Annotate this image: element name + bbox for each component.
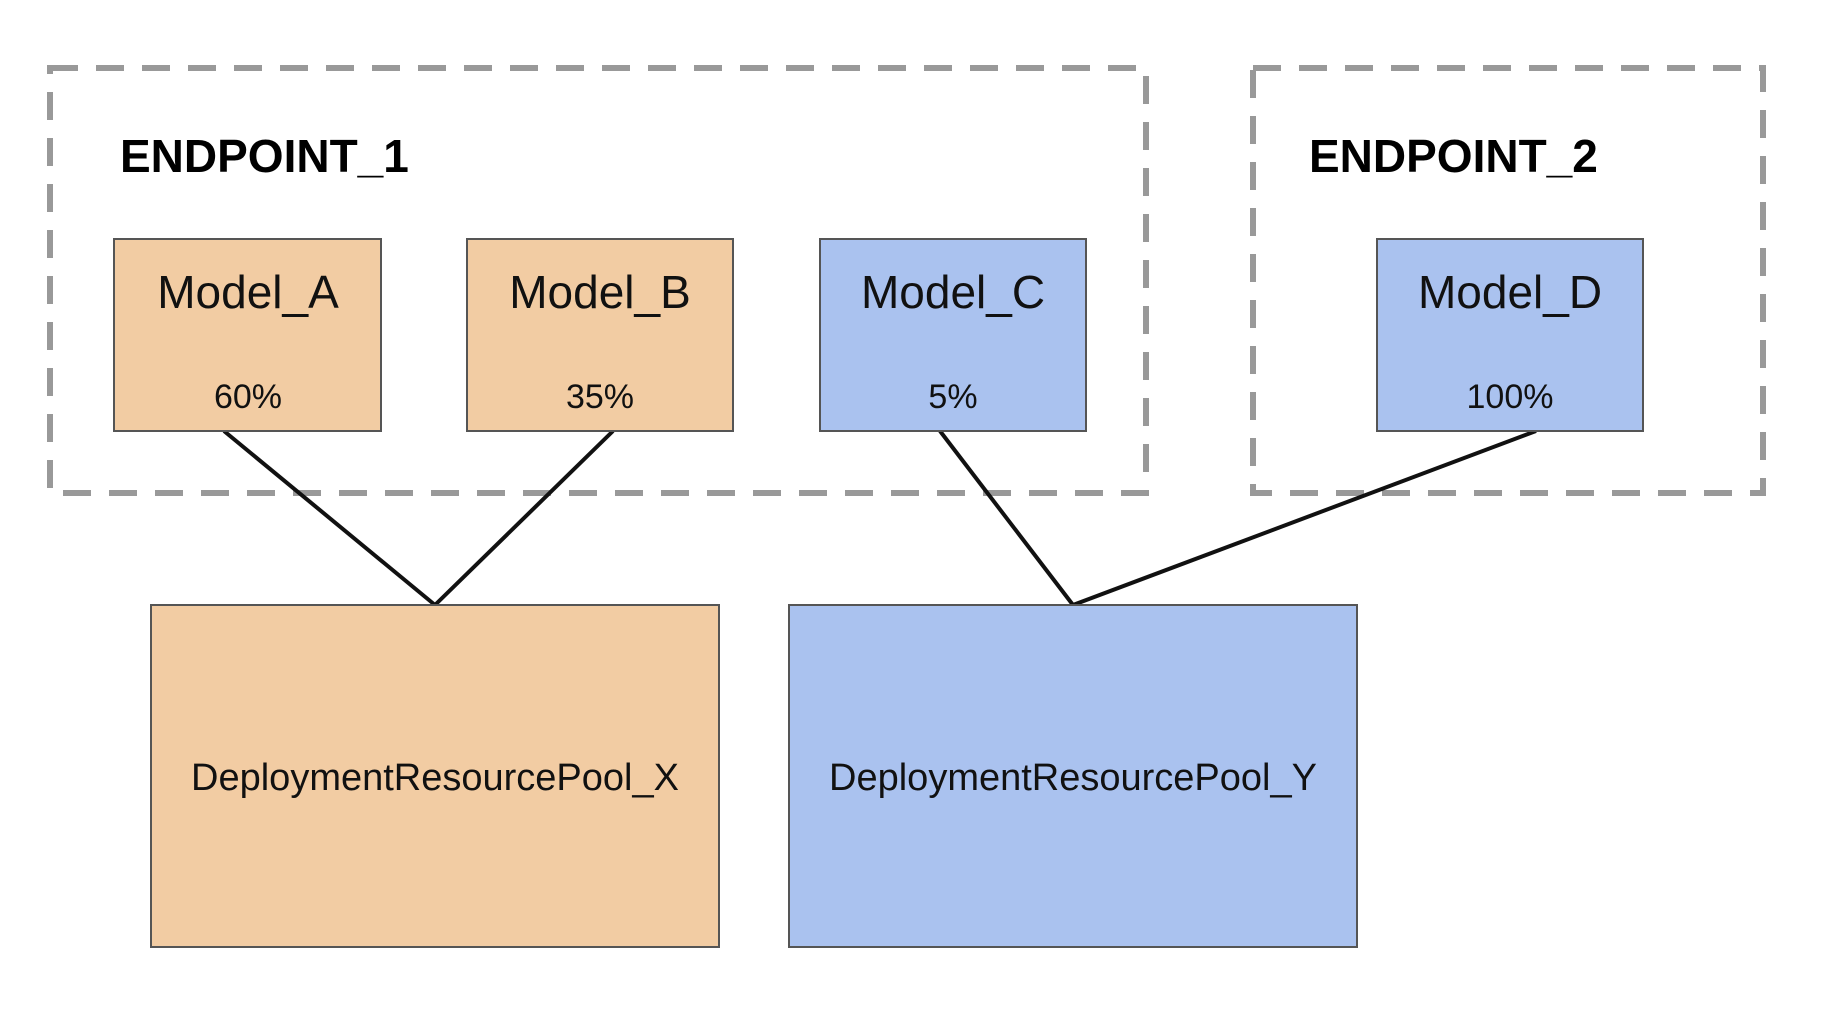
connector-model-a-to-pool-x [222, 429, 437, 607]
model-a-box[interactable] [113, 238, 382, 432]
model-b-box[interactable] [466, 238, 734, 432]
endpoint-2-label: ENDPOINT_2 [1309, 130, 1598, 182]
model-b-traffic: 35% [566, 378, 634, 416]
model-b-name: Model_B [509, 266, 691, 318]
model-d-node[interactable]: Model_D 100% [1376, 238, 1644, 432]
endpoint-2-group: ENDPOINT_2 [1250, 65, 1766, 496]
endpoint-2-container [1250, 65, 1766, 496]
connector-model-c-to-pool-y [938, 429, 1075, 607]
endpoint-1-container [47, 65, 1149, 496]
model-c-traffic: 5% [928, 378, 977, 416]
connector-model-b-to-pool-x [433, 429, 615, 607]
model-d-name: Model_D [1418, 266, 1602, 318]
model-b-node[interactable]: Model_B 35% [466, 238, 734, 432]
model-d-traffic: 100% [1467, 378, 1554, 416]
model-a-traffic: 60% [214, 378, 282, 416]
pool-x-box[interactable] [150, 604, 720, 948]
connector-model-d-to-pool-y [1072, 429, 1537, 607]
pool-y-name: DeploymentResourcePool_Y [829, 757, 1317, 799]
pool-x-name: DeploymentResourcePool_X [191, 757, 679, 799]
model-c-name: Model_C [861, 266, 1045, 318]
model-d-box[interactable] [1376, 238, 1644, 432]
pool-x-node[interactable]: DeploymentResourcePool_X [150, 604, 720, 948]
model-a-node[interactable]: Model_A 60% [113, 238, 382, 432]
model-a-name: Model_A [157, 266, 339, 318]
endpoint-1-group: ENDPOINT_1 [47, 65, 1149, 496]
model-c-node[interactable]: Model_C 5% [819, 238, 1087, 432]
pool-y-box[interactable] [788, 604, 1358, 948]
pool-y-node[interactable]: DeploymentResourcePool_Y [788, 604, 1358, 948]
endpoint-1-label: ENDPOINT_1 [120, 130, 409, 182]
model-c-box[interactable] [819, 238, 1087, 432]
